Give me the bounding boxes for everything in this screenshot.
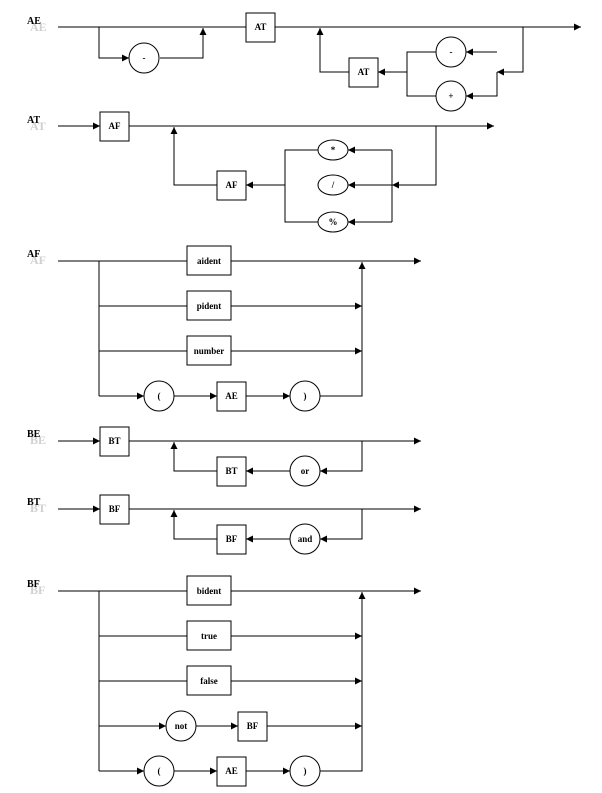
bf-true-box [186, 620, 232, 651]
rule-at-label-shadow: AT [30, 119, 46, 133]
at-af-text-2: AF [226, 180, 238, 190]
rule-ae-label: AE [27, 16, 41, 27]
af-lparen-text: ( [158, 391, 161, 401]
at-div-op-node [317, 174, 349, 196]
bf-bf-text: BF [247, 721, 259, 731]
bt-bf-text-1: BF [109, 504, 121, 514]
at-div-op-text: / [331, 180, 335, 190]
af-aident-box [186, 245, 232, 276]
ae-at-box-2 [348, 57, 379, 88]
af-pident-box [186, 290, 232, 321]
rule-be-label-shadow: BE [30, 433, 46, 447]
bf-lparen-text: ( [158, 766, 161, 776]
rule-ae-label-shadow: AE [30, 20, 47, 34]
bt-and-text: and [298, 534, 313, 544]
at-af-box-2 [216, 170, 247, 201]
rule-be-label: BE [27, 429, 41, 440]
at-af-text-1: AF [109, 121, 121, 131]
be-bt-text-1: BT [108, 436, 120, 446]
bt-bf-box-2 [216, 524, 247, 555]
ae-optional-minus-text: - [143, 53, 146, 63]
be-or-text: or [301, 466, 310, 476]
rule-at-label: AT [27, 115, 40, 126]
bt-bf-box-1 [99, 494, 130, 525]
bt-bf-text-2: BF [226, 534, 238, 544]
rule-at: AT AT AF * / % AF [27, 111, 494, 233]
rule-af: AF AF aident pident number ( AE ) [27, 245, 421, 412]
af-pident-text: pident [197, 301, 222, 311]
ae-at-text-1: AT [255, 22, 267, 32]
rule-bf-label-shadow: BF [30, 583, 45, 597]
ae-at-text-2: AT [358, 67, 370, 77]
at-af-box-1 [99, 111, 130, 142]
rule-bt: BT BT BF and BF [27, 494, 421, 555]
bf-ae-text: AE [225, 766, 238, 776]
rule-bt-label: BT [27, 497, 41, 508]
bf-bident-text: bident [197, 586, 222, 596]
at-mod-op-text: % [329, 217, 338, 227]
rule-be: BE BE BT or BT [27, 426, 421, 487]
rule-bf-label: BF [27, 579, 40, 590]
af-rparen-text: ) [304, 391, 307, 401]
af-aident-text: aident [197, 256, 221, 266]
bf-false-box [186, 665, 232, 696]
bf-bident-box [186, 575, 232, 606]
bf-not-text: not [175, 721, 188, 731]
af-ae-box [216, 381, 247, 412]
at-mul-op-text: * [331, 145, 336, 155]
bf-rparen-text: ) [304, 766, 307, 776]
af-number-text: number [194, 346, 225, 356]
bf-true-text: true [201, 631, 217, 641]
bf-false-text: false [200, 676, 218, 686]
be-bt-box-2 [216, 456, 247, 487]
ae-plus-op-text: + [448, 91, 453, 101]
af-number-box [186, 335, 232, 366]
rule-bt-label-shadow: BT [30, 501, 46, 515]
ae-minus-op-text: - [450, 47, 453, 57]
be-bt-box-1 [99, 426, 130, 457]
rule-af-label: AF [27, 249, 40, 260]
rule-ae: AE AE - AT - + AT [27, 12, 581, 112]
af-ae-text: AE [225, 391, 238, 401]
ae-optional-minus-node [128, 42, 160, 74]
be-bt-text-2: BT [225, 466, 237, 476]
ae-at-box-1 [245, 12, 276, 43]
rule-bf: BF BF bident true false not BF ( AE ) [27, 575, 421, 787]
rule-af-label-shadow: AF [30, 253, 46, 267]
